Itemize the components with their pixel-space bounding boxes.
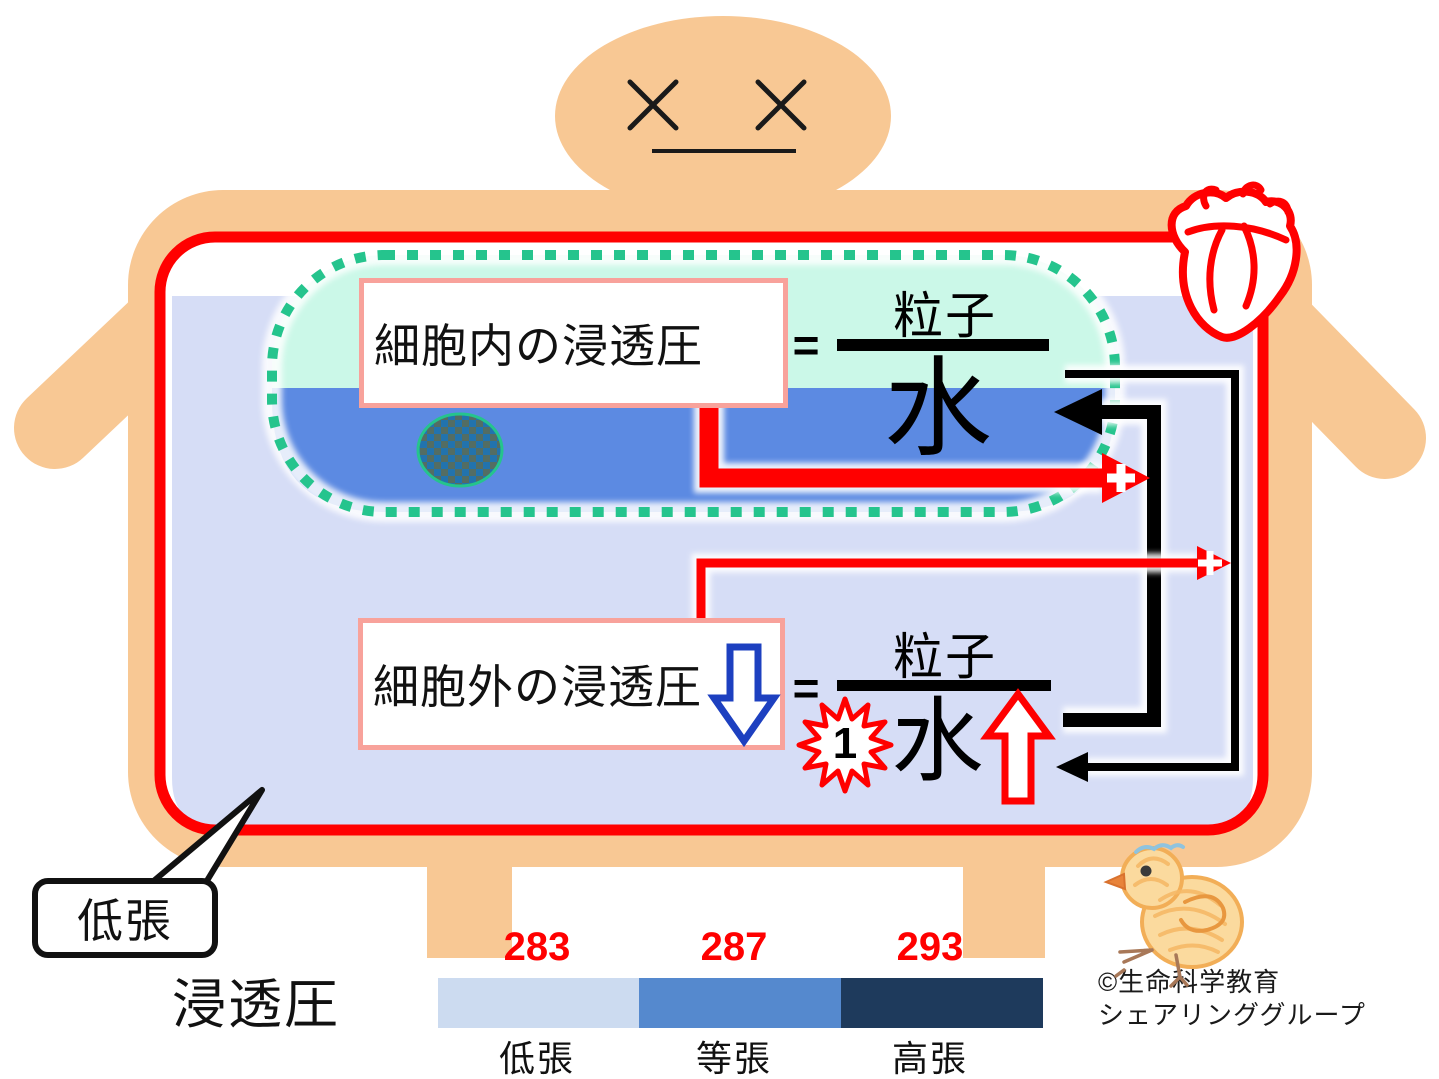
legend-value-293: 293 — [896, 925, 964, 969]
extracellular-fraction-bar — [837, 680, 1051, 691]
extracellular-equals: = — [792, 662, 820, 714]
hypotonic-speech-bubble: 低張 — [32, 878, 218, 958]
water-out-arrow — [1056, 365, 1244, 782]
credit-line2: シェアリンググループ — [1098, 999, 1366, 1030]
extracellular-red-arrow — [691, 546, 1231, 625]
legend-swatch-hypotonic — [438, 978, 639, 1028]
plus-icon — [1198, 551, 1222, 575]
intracellular-label: 細胞内の浸透圧 — [374, 320, 703, 372]
legend-swatch-hypertonic — [841, 978, 1043, 1028]
intracellular-fraction-bar — [837, 339, 1049, 351]
legend-value-287: 287 — [700, 925, 768, 969]
cell-membrane — [267, 250, 1120, 517]
intracellular-label-box: 細胞内の浸透圧 — [359, 278, 788, 408]
legend-label-hypertonic: 高張 — [891, 1038, 968, 1079]
hypotonic-bubble-text: 低張 — [77, 895, 173, 947]
credit-line1: ©生命科学教育 — [1098, 967, 1281, 997]
intracellular-numerator: 粒子 — [893, 288, 997, 344]
head — [555, 16, 891, 216]
legend-swatch-isotonic — [639, 978, 841, 1028]
nucleus — [416, 412, 504, 488]
intracellular-denominator: 水 — [883, 348, 992, 469]
intracellular-red-arrow — [694, 398, 1150, 503]
legend-label-hypotonic: 低張 — [498, 1038, 575, 1079]
extracellular-label: 細胞外の浸透圧 — [373, 661, 702, 713]
circulatory-boundary — [154, 231, 1269, 836]
legend-value-283: 283 — [503, 925, 571, 969]
legend-title: 浸透圧 — [172, 975, 340, 1035]
extracellular-label-box: 細胞外の浸透圧 — [358, 618, 785, 750]
step-badge: 1 — [832, 719, 858, 768]
plus-icon — [1107, 464, 1135, 492]
extracellular-numerator: 粒子 — [893, 629, 997, 685]
extracellular-denominator: 水 — [891, 691, 984, 793]
credit: ©生命科学教育 シェアリンググループ — [1098, 966, 1366, 1031]
x-eyes-icon — [627, 79, 807, 131]
intracellular-equals: = — [792, 319, 820, 371]
legend-label-isotonic: 等張 — [695, 1038, 772, 1079]
